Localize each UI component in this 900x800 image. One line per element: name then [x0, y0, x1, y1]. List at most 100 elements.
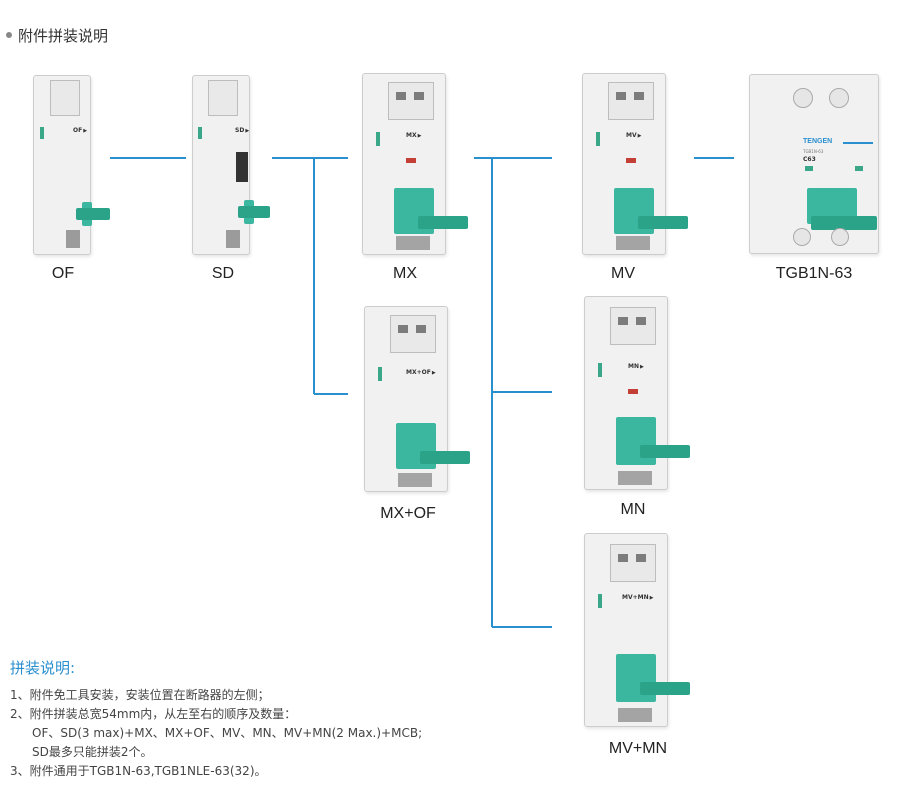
note-line: OF、SD(3 max)+MX、MX+OF、MV、MN、MV+MN(2 Max.…	[32, 726, 423, 740]
device-mx: MX▶	[348, 70, 474, 262]
bottom-terminal	[618, 708, 652, 722]
marking-text: MV	[626, 132, 637, 139]
lever-tab	[640, 445, 690, 458]
section-title: 附件拼装说明	[6, 25, 108, 46]
green-strip	[378, 367, 382, 381]
lever-tab	[76, 208, 110, 220]
marking-text: MV+MN	[622, 594, 649, 601]
terminal-screw	[416, 325, 426, 333]
bottom-terminal	[396, 236, 430, 250]
rating-marking: C63	[803, 156, 816, 163]
brand-strip	[843, 142, 873, 144]
device-marking: SD▶	[235, 127, 249, 134]
device-label-sd: SD	[211, 265, 235, 282]
bottom-terminal	[398, 473, 432, 487]
status-indicator	[626, 158, 636, 163]
arrow-icon: ▶	[640, 364, 644, 370]
model-marking: TGB1N-63	[803, 149, 824, 154]
green-strip	[598, 363, 602, 377]
device-label-mcb: TGB1N-63	[775, 265, 853, 282]
device-mcb: TENGEN TGB1N-63 C63	[745, 70, 885, 262]
device-mxof: MX+OF▶	[350, 303, 476, 501]
marking-text: OF	[73, 127, 83, 134]
terminal-block	[208, 80, 238, 116]
bottom-terminal	[618, 471, 652, 485]
arrow-icon: ▶	[417, 133, 422, 139]
terminal-screw	[636, 317, 646, 325]
terminal-block	[610, 307, 656, 345]
marking-text: MN	[628, 363, 639, 370]
device-sd: SD▶	[188, 72, 272, 262]
lever-tab	[420, 451, 470, 464]
device-of: OF▶	[30, 72, 110, 262]
assembly-notes: 拼装说明: 1、附件免工具安装，安装位置在断路器的左侧； 2、附件拼装总宽54m…	[10, 657, 422, 781]
terminal-screw	[396, 92, 406, 100]
device-marking: MV▶	[626, 132, 641, 139]
green-strip	[598, 594, 602, 608]
terminal-screw	[618, 554, 628, 562]
lever-tab	[811, 216, 877, 230]
terminal-screw	[414, 92, 424, 100]
status-indicator	[855, 166, 863, 171]
status-indicator	[406, 158, 416, 163]
terminal-screw	[618, 317, 628, 325]
device-label-mv: MV	[611, 265, 635, 282]
arrow-icon: ▶	[431, 370, 436, 376]
section-title-text: 附件拼装说明	[18, 27, 109, 45]
terminal-screw-icon	[793, 228, 811, 246]
bottom-terminal	[226, 230, 240, 248]
note-line: 1、附件免工具安装，安装位置在断路器的左侧；	[10, 688, 270, 702]
terminal-screw	[616, 92, 626, 100]
device-label-of: OF	[51, 265, 75, 282]
arrow-icon: ▶	[637, 133, 642, 139]
note-line: SD最多只能拼装2个。	[32, 745, 153, 759]
terminal-block	[50, 80, 80, 116]
bottom-terminal	[616, 236, 650, 250]
bottom-terminal	[66, 230, 80, 248]
device-marking: MX+OF▶	[406, 369, 436, 376]
terminal-block	[610, 544, 656, 582]
marking-text: MX+OF	[406, 369, 431, 376]
brand-logo: TENGEN	[803, 138, 833, 145]
arrow-icon: ▶	[245, 128, 250, 134]
terminal-screw	[398, 325, 408, 333]
green-strip	[198, 127, 202, 139]
device-marking: MN▶	[628, 363, 644, 370]
terminal-screw-icon	[829, 88, 849, 108]
notes-title: 拼装说明:	[10, 659, 76, 677]
terminal-block	[608, 82, 654, 120]
terminal-screw	[636, 554, 646, 562]
terminal-block	[390, 315, 436, 353]
device-marking: MV+MN▶	[622, 594, 654, 601]
reset-button	[236, 152, 248, 182]
arrow-icon: ▶	[83, 128, 88, 134]
green-strip	[376, 132, 380, 146]
status-indicator	[628, 389, 638, 394]
marking-text: SD	[235, 127, 245, 134]
device-marking: OF▶	[73, 127, 87, 134]
terminal-screw-icon	[793, 88, 813, 108]
lever-tab	[638, 216, 688, 229]
note-line: 3、附件通用于TGB1N-63,TGB1NLE-63(32)。	[10, 764, 267, 778]
device-label-mxof: MX+OF	[380, 505, 436, 522]
bullet-icon	[6, 31, 12, 38]
note-line: 2、附件拼装总宽54mm内，从左至右的顺序及数量：	[10, 707, 297, 721]
lever-tab	[640, 682, 690, 695]
green-strip	[40, 127, 44, 139]
lever-tab	[238, 206, 270, 218]
device-label-mvmn: MV+MN	[608, 740, 668, 757]
terminal-screw-icon	[831, 228, 849, 246]
green-strip	[596, 132, 600, 146]
device-mv: MV▶	[568, 70, 694, 262]
arrow-icon: ▶	[649, 595, 654, 601]
terminal-block	[388, 82, 434, 120]
marking-text: MX	[406, 132, 417, 139]
terminal-screw	[634, 92, 644, 100]
device-label-mx: MX	[393, 265, 417, 282]
device-marking: MX▶	[406, 132, 421, 139]
status-indicator	[805, 166, 813, 171]
lever-tab	[418, 216, 468, 229]
device-mvmn: MV+MN▶	[570, 530, 696, 735]
device-mn: MN▶	[570, 293, 696, 498]
